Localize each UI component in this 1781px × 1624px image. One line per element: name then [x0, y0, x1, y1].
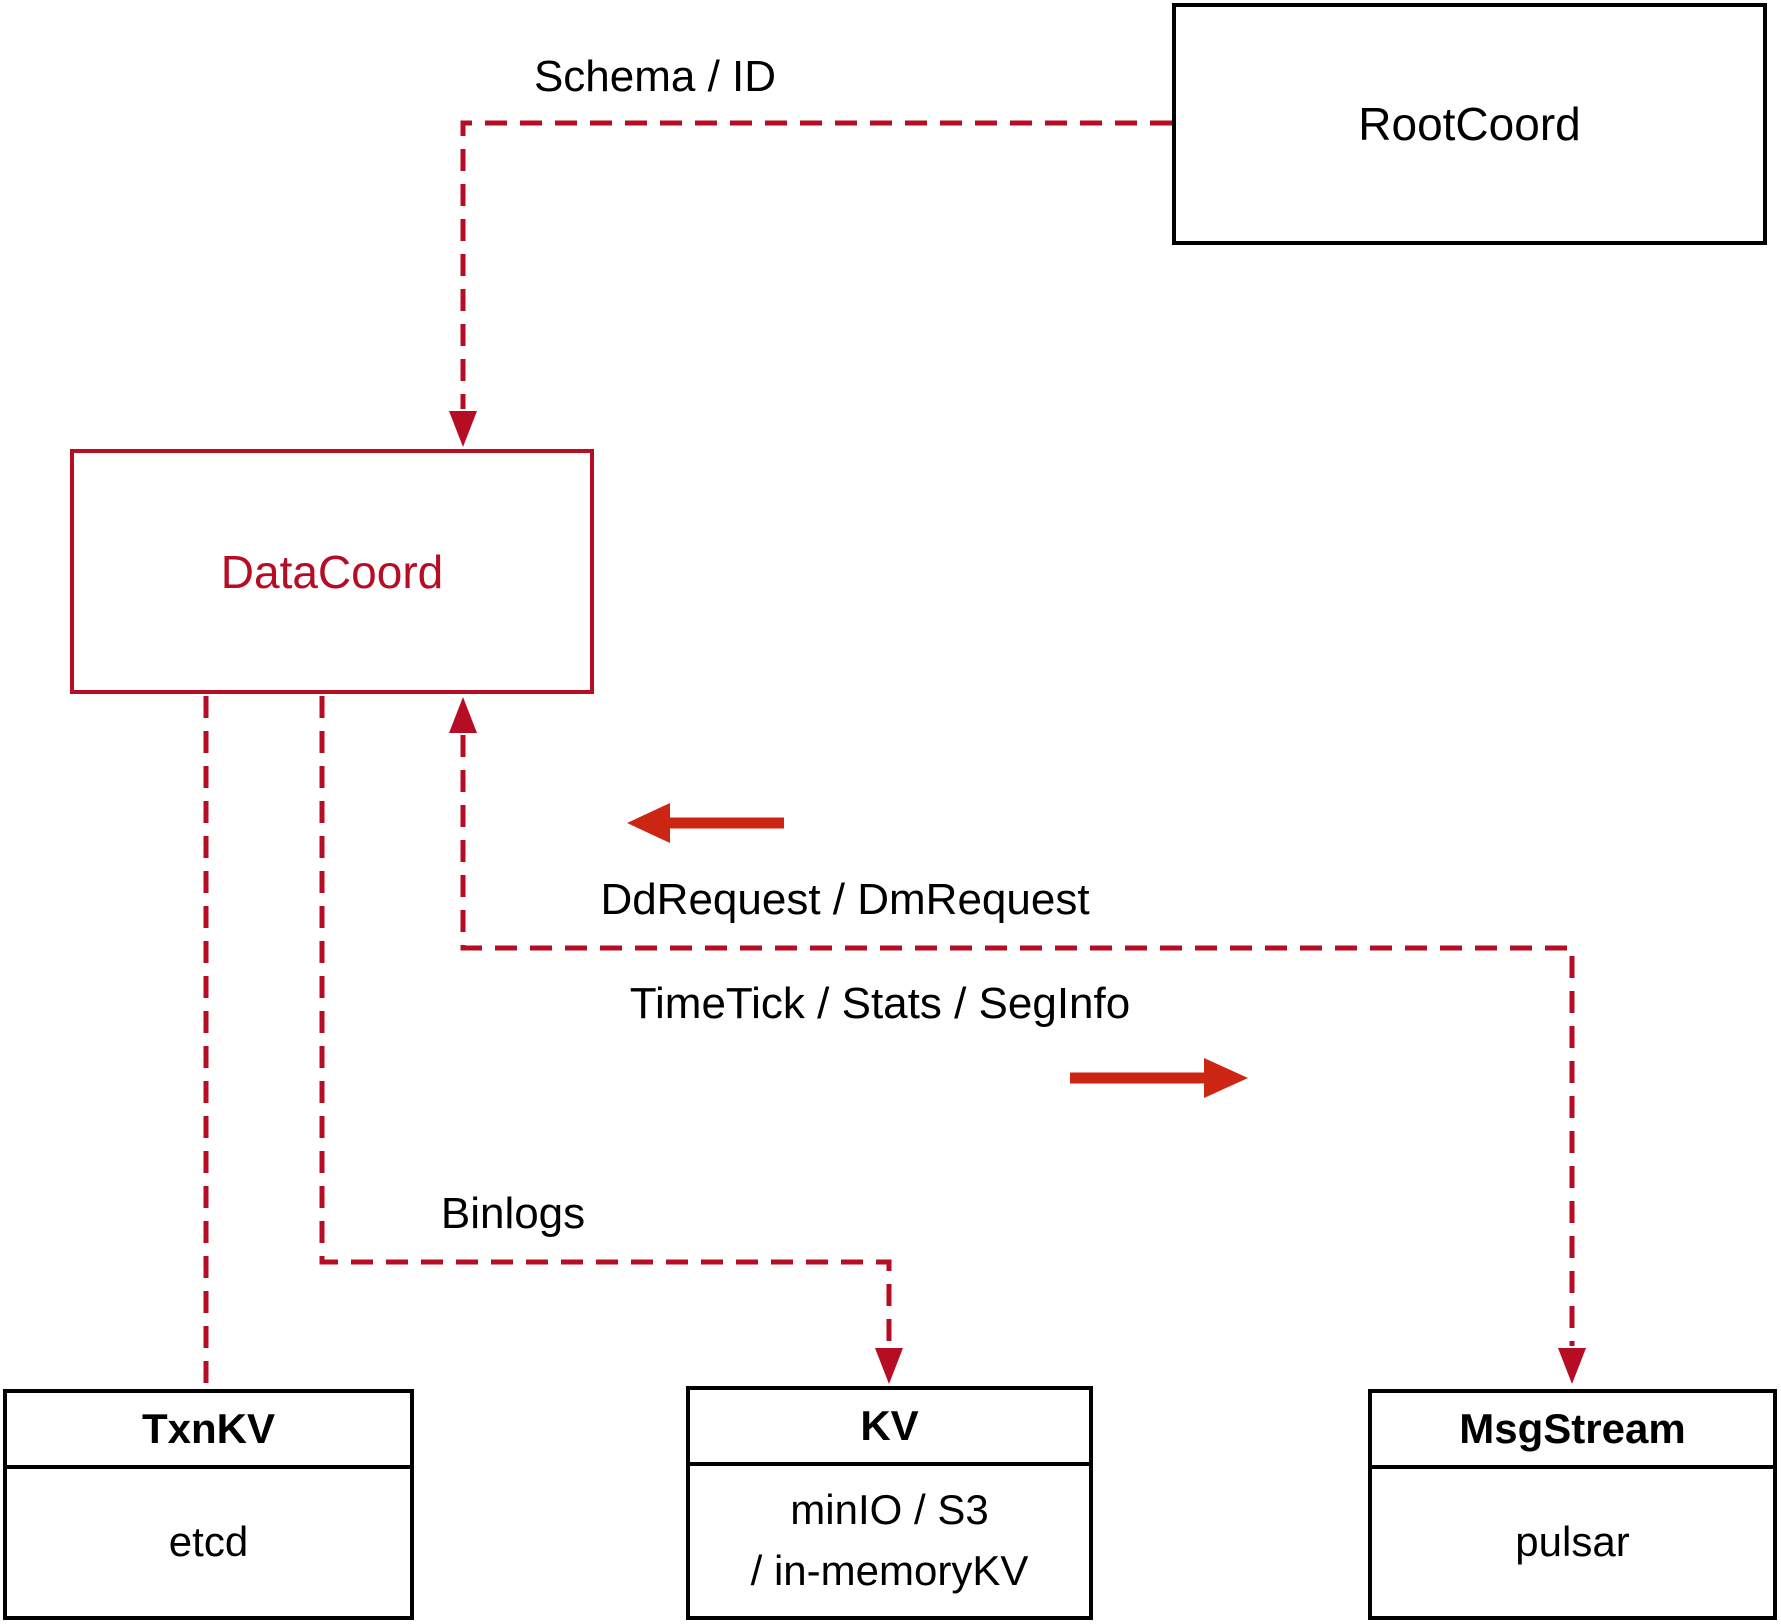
edge-datacoord-msgstream-line [460, 735, 1575, 1346]
node-datacoord-label: DataCoord [220, 545, 444, 598]
node-msgstream-title: MsgStream [1372, 1393, 1773, 1469]
edge-label-timetick-stats-seginfo: TimeTick / Stats / SegInfo [629, 979, 1131, 1028]
node-msgstream-body: pulsar [1515, 1518, 1630, 1566]
arrowhead-down-into-msgstream-icon [1558, 1348, 1586, 1384]
node-rootcoord-label: RootCoord [1358, 98, 1581, 150]
node-txnkv: TxnKV etcd [3, 1389, 414, 1620]
arrowhead-down-into-kv-icon [875, 1348, 903, 1384]
arrowhead-up-into-datacoord-icon [449, 697, 477, 733]
edge-rootcoord-datacoord-line [460, 120, 1172, 409]
node-datacoord: DataCoord [70, 449, 594, 694]
left-direction-arrow-icon [627, 803, 784, 843]
edge-datacoord-kv-binlogs-line [319, 696, 892, 1346]
node-kv-title: KV [690, 1390, 1089, 1466]
node-rootcoord: RootCoord [1172, 3, 1767, 245]
node-kv-body: minIO / S3 / in-memoryKV [690, 1466, 1089, 1616]
node-kv-body-line1: minIO / S3 [790, 1486, 989, 1534]
node-msgstream: MsgStream pulsar [1368, 1389, 1777, 1620]
arrowhead-down-into-datacoord-icon [449, 411, 477, 447]
node-kv-body-line2: / in-memoryKV [750, 1547, 1029, 1594]
right-direction-arrow-icon [1070, 1058, 1248, 1098]
node-txnkv-body: etcd [168, 1518, 249, 1566]
node-kv: KV minIO / S3 / in-memoryKV [686, 1386, 1093, 1620]
edge-label-schema-id: Schema / ID [533, 52, 777, 101]
node-txnkv-title: TxnKV [7, 1393, 410, 1469]
edge-label-ddrequest-dmrequest: DdRequest / DmRequest [600, 875, 1090, 924]
edge-label-binlogs: Binlogs [440, 1189, 586, 1238]
